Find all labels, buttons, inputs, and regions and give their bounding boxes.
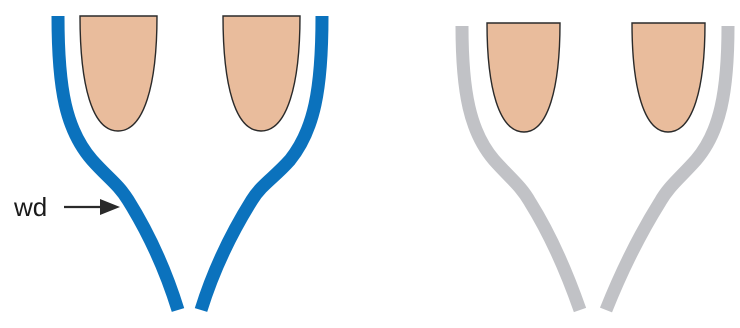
lobe-right-1 — [487, 23, 560, 132]
panel-left: wd — [13, 16, 322, 310]
panel-right — [462, 23, 728, 310]
lobe-left-2 — [223, 16, 300, 131]
wd-label: wd — [13, 192, 47, 222]
wd-arrow-head — [100, 199, 120, 215]
lobe-left-1 — [80, 16, 157, 131]
lobe-right-2 — [632, 23, 705, 132]
